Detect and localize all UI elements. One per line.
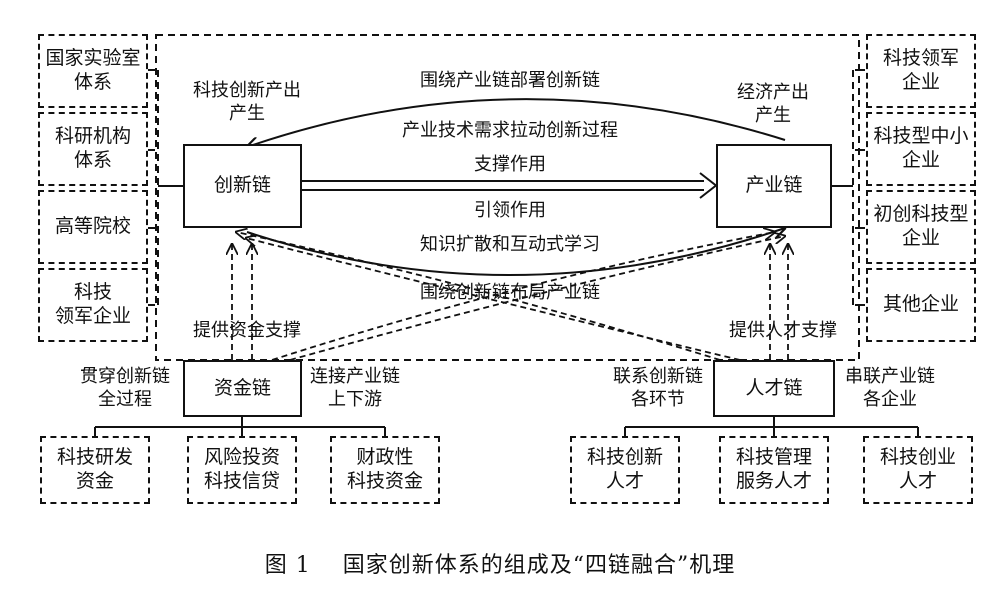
tech-innovation-output-label: 科技创新产出 产生 <box>193 80 301 124</box>
economic-output-label: 经济产出 产生 <box>737 82 809 126</box>
innovation-chain-box: 创新链 <box>183 144 302 228</box>
capital-group-item: 财政性 科技资金 <box>330 436 440 504</box>
left-group-item: 高等院校 <box>38 190 148 264</box>
fund-support-label: 提供资金支撑 <box>193 320 301 341</box>
capital-dashed-arrows <box>232 232 785 361</box>
left-group-item: 科技 领军企业 <box>38 268 148 342</box>
capital-left-label: 贯穿创新链 全过程 <box>80 366 170 410</box>
talent-chain-box: 人才链 <box>713 360 835 417</box>
knowledge-label: 知识扩散和互动式学习 <box>420 234 600 255</box>
lead-label: 引领作用 <box>474 200 546 221</box>
support-double-arrow <box>302 172 718 199</box>
left-bracket <box>148 69 183 306</box>
support-label: 支撑作用 <box>474 154 546 175</box>
right-group-item: 科技型中小 企业 <box>866 112 976 186</box>
arc-top-inner-label: 产业技术需求拉动创新过程 <box>402 120 618 141</box>
capital-group-item: 科技研发 资金 <box>40 436 150 504</box>
figure-caption: 图 1 国家创新体系的组成及“四链融合”机理 <box>264 553 736 578</box>
capital-chain-box: 资金链 <box>183 360 302 417</box>
arc-bottom-arrow <box>246 228 785 276</box>
talent-group-item: 科技创新 人才 <box>570 436 680 504</box>
system-enclosure <box>155 34 860 361</box>
industry-chain-box: 产业链 <box>716 144 832 228</box>
talent-dashed-arrows <box>236 232 788 361</box>
right-group-item: 其他企业 <box>866 268 976 342</box>
arc-bottom-label: 围绕创新链布局产业链 <box>420 282 600 303</box>
talent-group-item: 科技管理 服务人才 <box>719 436 829 504</box>
arc-top-label: 围绕产业链部署创新链 <box>420 70 600 91</box>
left-group-item: 科研机构 体系 <box>38 112 148 186</box>
right-bracket <box>832 69 865 306</box>
right-group-item: 初创科技型 企业 <box>866 190 976 264</box>
talent-group-item: 科技创业 人才 <box>863 436 973 504</box>
arc-top-arrow <box>247 98 786 147</box>
capital-tree <box>94 417 386 436</box>
capital-group-item: 风险投资 科技信贷 <box>187 436 297 504</box>
left-group-item: 国家实验室 体系 <box>38 34 148 108</box>
talent-left-label: 联系创新链 各环节 <box>613 366 703 410</box>
talent-support-label: 提供人才支撑 <box>729 320 837 341</box>
capital-right-label: 连接产业链 上下游 <box>310 366 400 410</box>
talent-tree <box>624 417 919 436</box>
talent-right-label: 串联产业链 各企业 <box>845 366 935 410</box>
right-group-item: 科技领军 企业 <box>866 34 976 108</box>
